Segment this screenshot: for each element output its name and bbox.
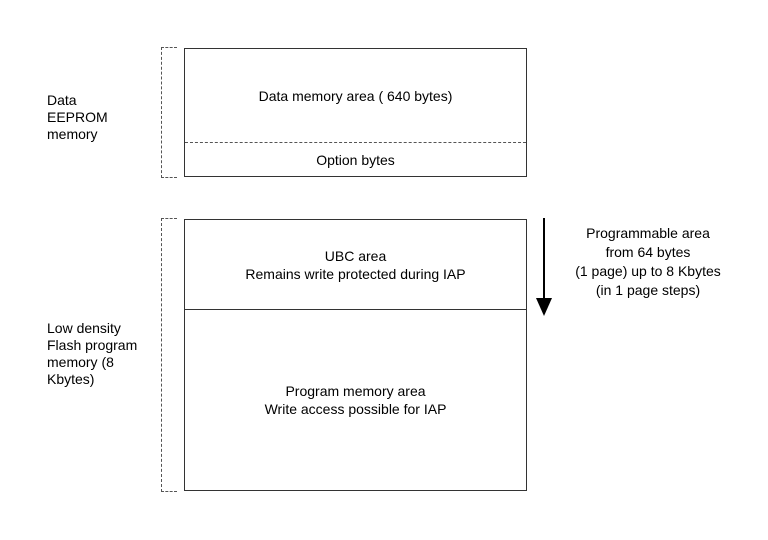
ubc-area: UBC area Remains write protected during …: [245, 247, 466, 282]
arrow-down-icon: [536, 218, 552, 316]
flash-bracket: [161, 218, 177, 492]
flash-divider: [185, 309, 526, 310]
flash-memory-block: UBC area Remains write protected during …: [184, 219, 527, 491]
eeprom-label: Data EEPROM memory: [47, 92, 108, 142]
program-memory-area: Program memory area Write access possibl…: [264, 383, 447, 417]
eeprom-divider: [185, 142, 526, 143]
data-memory-area: Data memory area ( 640 bytes): [258, 87, 453, 104]
option-bytes-area: Option bytes: [316, 151, 395, 168]
flash-label: Low density Flash program memory (8 Kbyt…: [47, 320, 138, 387]
programmable-area-annotation: Programmable area from 64 bytes (1 page)…: [575, 225, 721, 298]
eeprom-memory-block: Data memory area ( 640 bytes) Option byt…: [184, 48, 527, 177]
eeprom-bracket: [161, 47, 177, 178]
